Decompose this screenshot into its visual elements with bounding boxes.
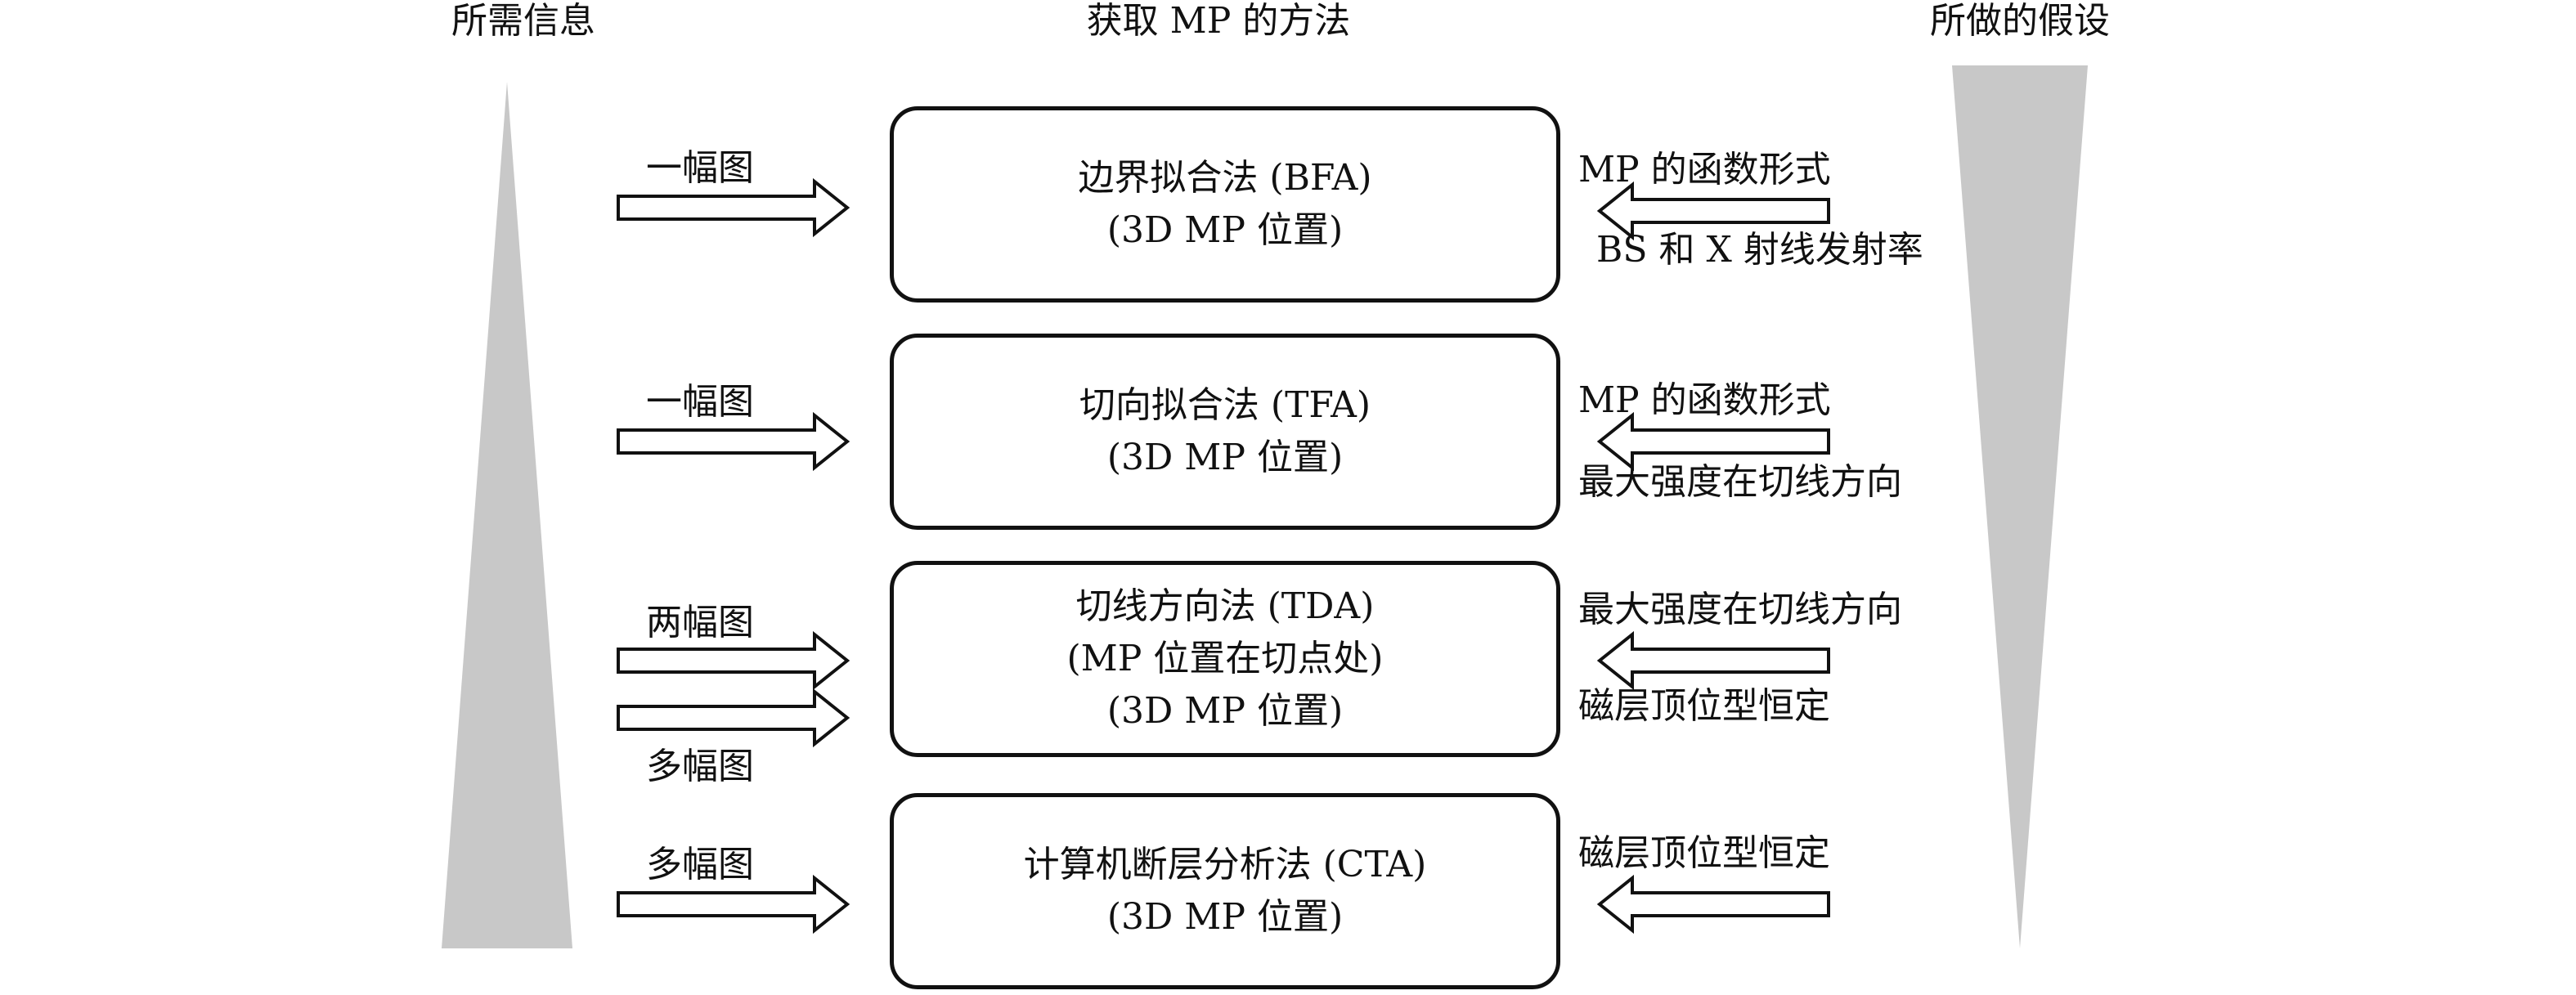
header-methods: 获取 MP 的方法	[1086, 0, 1351, 42]
input-arrow-row2	[617, 411, 850, 472]
assumption-label-row1-bottom: BS 和 X 射线发射率	[1596, 229, 1923, 271]
input-arrow-row4	[617, 874, 850, 934]
assumption-label-row1-top: MP 的函数形式	[1578, 149, 1831, 190]
assumption-arrow-row1	[1596, 181, 1830, 241]
method-title: 边界拟合法 (BFA)	[1078, 157, 1372, 199]
input-label-row4: 多幅图	[646, 844, 754, 885]
header-required-info: 所需信息	[451, 0, 595, 42]
method-box-tda: 切线方向法 (TDA) (MP 位置在切点处) (3D MP 位置)	[890, 561, 1560, 757]
method-note: (MP 位置在切点处)	[1066, 638, 1384, 679]
header-assumptions: 所做的假设	[1930, 0, 2110, 42]
input-arrow-row1	[617, 177, 850, 238]
method-title: 切向拟合法 (TFA)	[1079, 384, 1371, 426]
assumption-arrow-row3	[1596, 630, 1830, 691]
input-label-row1: 一幅图	[646, 147, 754, 189]
input-label-row3-bottom: 多幅图	[646, 746, 754, 787]
method-title: 切线方向法 (TDA)	[1075, 585, 1375, 627]
assumption-arrow-row2	[1596, 411, 1830, 472]
info-increase-wedge	[442, 82, 572, 948]
method-note: (3D MP 位置)	[1106, 896, 1344, 938]
method-title: 计算机断层分析法 (CTA)	[1023, 844, 1427, 885]
input-arrow-row3-lower	[617, 688, 850, 748]
input-arrow-row3-upper	[617, 630, 850, 691]
method-box-tfa: 切向拟合法 (TFA) (3D MP 位置)	[890, 334, 1560, 530]
input-label-row3-top: 两幅图	[646, 602, 754, 643]
method-note: (3D MP 位置)	[1106, 690, 1344, 732]
method-note: (3D MP 位置)	[1106, 209, 1344, 251]
input-label-row2: 一幅图	[646, 381, 754, 423]
assumption-arrow-row4	[1596, 874, 1830, 934]
assumption-decrease-wedge	[1952, 65, 2088, 948]
assumption-label-row2-top: MP 的函数形式	[1578, 379, 1831, 421]
assumption-label-row2-bottom: 最大强度在切线方向	[1578, 461, 1902, 503]
assumption-label-row3-top: 最大强度在切线方向	[1578, 589, 1902, 630]
method-box-bfa: 边界拟合法 (BFA) (3D MP 位置)	[890, 106, 1560, 303]
method-note: (3D MP 位置)	[1106, 437, 1344, 478]
assumption-label-row4: 磁层顶位型恒定	[1578, 832, 1830, 874]
assumption-label-row3-bottom: 磁层顶位型恒定	[1578, 685, 1830, 727]
method-box-cta: 计算机断层分析法 (CTA) (3D MP 位置)	[890, 793, 1560, 989]
